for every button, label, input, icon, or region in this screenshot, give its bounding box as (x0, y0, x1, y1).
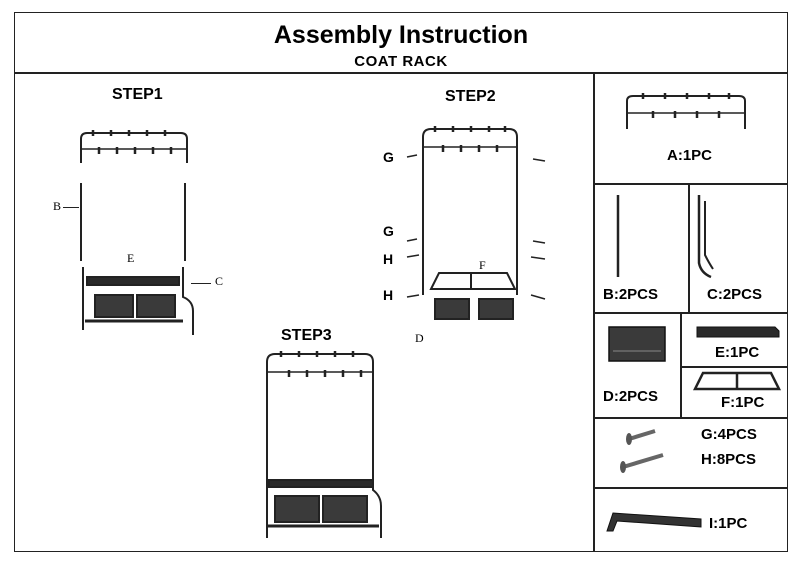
step2-callout-h-lower: H (383, 287, 394, 303)
parts-de-divider (680, 312, 682, 417)
step2-callout-f: F (479, 258, 486, 272)
step2-callout-g-top: G (383, 149, 394, 165)
step3-assembled-rack (266, 351, 382, 538)
storage-basket-icon (608, 326, 666, 362)
header-divider (15, 72, 787, 74)
part-c-label: C:2PCS (707, 286, 763, 303)
parts-row-divider-1 (593, 183, 787, 185)
step1-arrow-b (63, 207, 79, 208)
short-screw-icon (626, 429, 656, 445)
part-e-label: E:1PC (715, 344, 760, 361)
step1-callout-c: C (215, 274, 224, 288)
step1-callout-e: E (127, 251, 135, 265)
parts-bc-divider (688, 183, 690, 312)
part-h-label: H:8PCS (701, 451, 757, 468)
step2-label: STEP2 (445, 88, 496, 105)
step1-arrow-c (191, 283, 211, 284)
step2-callout-h-upper: H (383, 251, 394, 267)
part-g-label: G:4PCS (701, 426, 757, 443)
top-hook-frame-icon (626, 93, 746, 129)
parts-ef-divider (680, 366, 787, 368)
long-screw-icon (620, 453, 664, 473)
page-title: Assembly Instruction (273, 21, 529, 49)
allen-key-icon (606, 512, 702, 532)
shelf-frame-icon (692, 371, 782, 391)
shelf-board-icon (696, 326, 780, 338)
part-d-label: D:2PCS (603, 388, 659, 405)
straight-pole-icon (616, 195, 620, 277)
parts-row-divider-2 (593, 312, 787, 314)
instruction-sheet: Assembly Instruction COAT RACK STEP1 STE… (14, 12, 788, 552)
step2-exploded-diagram (406, 126, 546, 320)
step1-label: STEP1 (112, 86, 163, 103)
step2-callout-d: D (415, 331, 424, 345)
parts-row-divider-4 (593, 487, 787, 489)
part-f-label: F:1PC (721, 394, 765, 411)
step1-callout-b: B (53, 199, 62, 213)
page-subtitle: COAT RACK (354, 53, 448, 70)
part-a-label: A:1PC (667, 147, 713, 164)
part-i-label: I:1PC (709, 515, 748, 532)
parts-row-divider-3 (593, 417, 787, 419)
part-b-label: B:2PCS (603, 286, 659, 303)
step3-label: STEP3 (281, 327, 332, 344)
step1-exploded-diagram (80, 130, 194, 335)
step2-callout-g-mid: G (383, 223, 394, 239)
bent-leg-pole-icon (697, 195, 714, 279)
